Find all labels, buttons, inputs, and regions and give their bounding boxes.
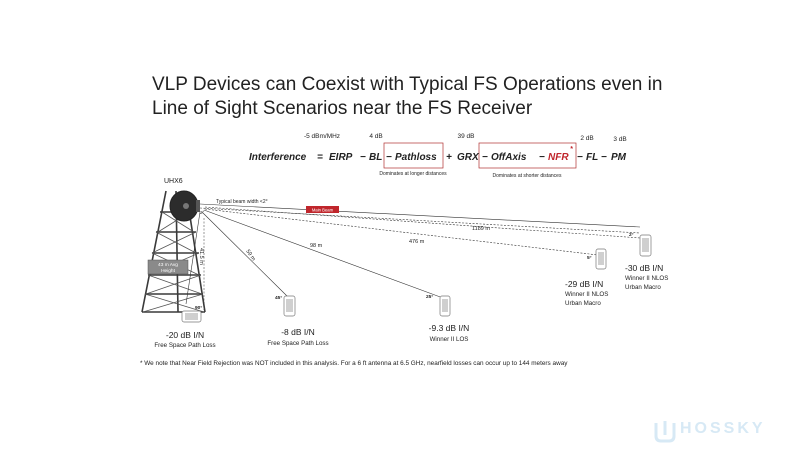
distance-label-4: 1189 m — [472, 226, 490, 232]
pathloss-box — [383, 142, 444, 169]
angle-label-4: 5° — [587, 255, 592, 261]
nfr-asterisk: * — [570, 146, 573, 153]
pm-term: PM — [611, 152, 627, 163]
angle-label-3: 25° — [426, 294, 433, 300]
pathloss-term: Pathloss — [395, 152, 437, 163]
beam-width-label: Typical beam width <2° — [216, 199, 268, 205]
device-2-model: Free Space Path Loss — [267, 340, 328, 347]
device-1-model: Free Space Path Loss — [154, 342, 215, 349]
device-2-iin: -8 dB I/N — [281, 327, 315, 337]
watermark-text: HOSSKY — [680, 420, 766, 437]
grx-value: 39 dB — [458, 133, 475, 140]
device-3-model: Winner II LOS — [430, 336, 469, 343]
device-5-iin: -30 dB I/N — [625, 263, 663, 273]
minus-sign: − — [360, 152, 366, 163]
distance-label-3: 476 m — [409, 239, 425, 245]
watermark: HOSSKY — [650, 418, 800, 446]
plus-sign: + — [446, 152, 452, 163]
nfr-term: NFR — [548, 152, 569, 163]
pm-value: 3 dB — [613, 136, 626, 143]
path-to-device-5 — [204, 206, 641, 239]
main-beam-marker — [306, 206, 339, 213]
path-to-device-3 — [203, 209, 444, 299]
minus-sign: − — [601, 152, 607, 163]
cell-tower: UHX6 — [141, 178, 206, 313]
fl-term: FL — [586, 152, 598, 163]
offaxis-term: OffAxis — [491, 152, 527, 163]
offaxis-note: Dominates at shorter distances — [493, 173, 562, 179]
title-line-1: VLP Devices can Coexist with Typical FS … — [152, 74, 663, 95]
tower-name: UHX6 — [164, 178, 183, 185]
grx-term: GRX — [457, 152, 480, 163]
fl-value: 2 dB — [580, 135, 593, 142]
eirp-value: -5 dBm/MHz — [304, 133, 340, 140]
device-5-model: Winner II NLOS — [625, 275, 668, 282]
title-line-2: Line of Sight Scenarios near the FS Rece… — [152, 98, 533, 119]
minus-sign: − — [386, 152, 392, 163]
tower-height: 41.5 m — [198, 248, 204, 265]
logo-icon — [654, 421, 676, 443]
beam-lower-edge — [199, 207, 641, 234]
angle-label-1: 90° — [195, 305, 202, 311]
avg-height-label: 43 m Avg — [158, 262, 178, 268]
avg-height-box — [147, 259, 189, 275]
minus-sign: − — [482, 152, 488, 163]
angle-label-2: 45° — [275, 295, 282, 301]
eirp-term: EIRP — [329, 152, 353, 163]
device-4-scenario: Urban Macro — [565, 300, 601, 307]
avg-height-label: Height — [161, 268, 176, 274]
bl-term: BL — [369, 152, 382, 163]
minus-sign: − — [577, 152, 583, 163]
path-to-device-2 — [201, 211, 288, 297]
device-4-iin: -29 dB I/N — [565, 279, 603, 289]
device-3-iin: -9.3 dB I/N — [429, 323, 470, 333]
device-5-scenario: Urban Macro — [625, 284, 661, 291]
slide-title: VLP Devices can Coexist with Typical FS … — [152, 73, 712, 121]
pathloss-note: Dominates at longer distances — [379, 171, 447, 177]
bl-value: 4 dB — [369, 133, 382, 140]
offaxis-box — [478, 142, 577, 169]
equals-sign: = — [317, 152, 323, 163]
beam-upper-edge — [199, 203, 641, 228]
distance-label-2: 98 m — [310, 243, 323, 249]
path-to-device-4 — [204, 208, 599, 256]
main-beam-label: Main Beam — [312, 208, 334, 213]
path-to-device-1 — [185, 211, 201, 305]
footnote: * We note that Near Field Rejection was … — [140, 360, 568, 367]
device-4-model: Winner II NLOS — [565, 291, 608, 298]
device-1-iin: -20 dB I/N — [166, 330, 204, 340]
angle-label-5: 2° — [629, 232, 634, 238]
minus-sign: − — [539, 152, 545, 163]
interference-term: Interference — [249, 152, 307, 163]
